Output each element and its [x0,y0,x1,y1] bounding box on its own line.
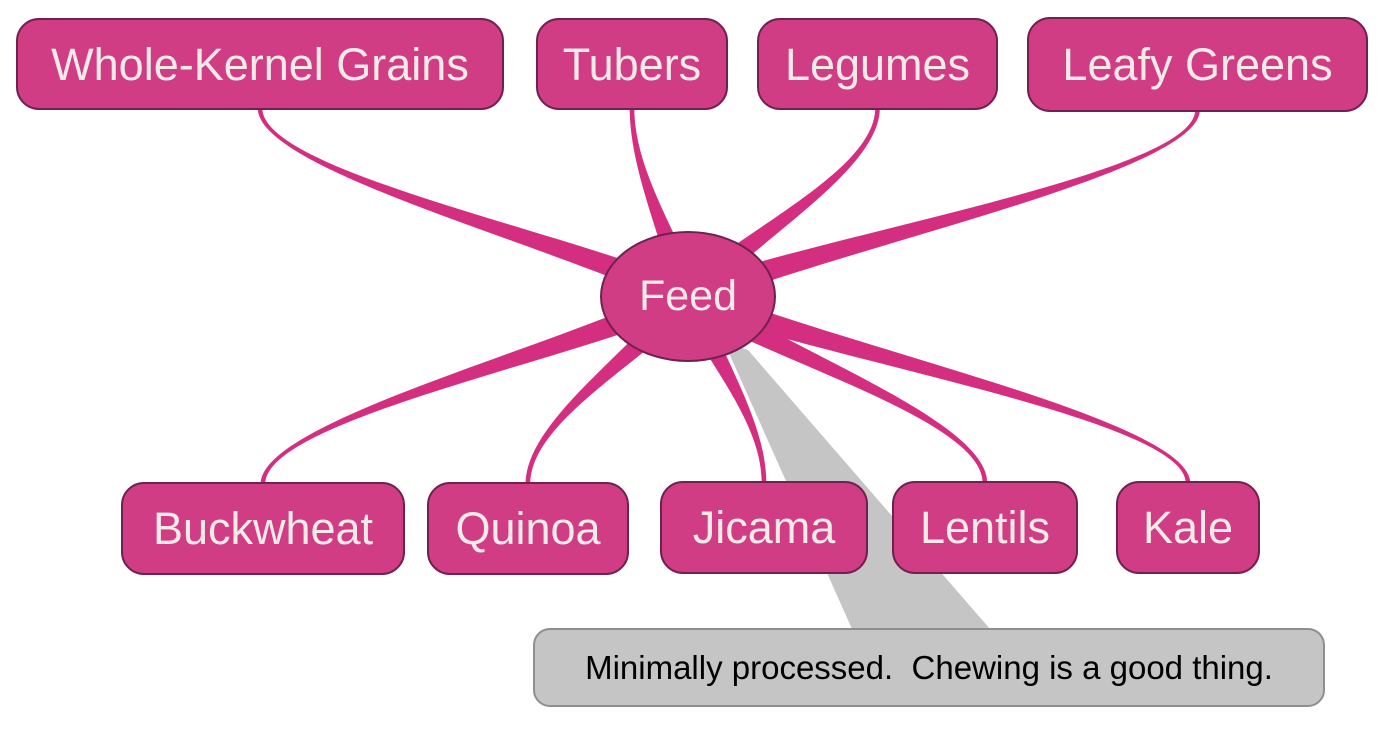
node-label: Leafy Greens [1062,39,1333,90]
connector-leafy-greens [683,110,1200,309]
node-label: Quinoa [455,503,601,554]
annotation-text: Minimally processed. Chewing is a good t… [585,649,1273,686]
node-label: Tubers [562,38,702,90]
node-jicama[interactable]: Jicama [660,481,868,574]
node-buckwheat[interactable]: Buckwheat [121,482,405,575]
connector-buckwheat [260,285,694,484]
connector-whole-kernel-grains [257,108,694,308]
node-label: Buckwheat [152,503,374,554]
node-label: Whole-Kernel Grains [51,38,469,90]
hub-label: Feed [638,272,737,320]
node-label: Lentils [919,502,1051,553]
node-legumes[interactable]: Legumes [757,18,998,110]
node-whole-kernel-grains[interactable]: Whole-Kernel Grains [16,18,504,110]
node-label: Jicama [692,502,836,553]
annotation-callout[interactable]: Minimally processed. Chewing is a good t… [533,628,1325,707]
node-leafy-greens[interactable]: Leafy Greens [1027,17,1368,112]
node-kale[interactable]: Kale [1116,481,1260,574]
node-label: Legumes [784,38,971,90]
node-label: Kale [1142,502,1234,553]
connector-kale [683,284,1191,483]
node-tubers[interactable]: Tubers [536,18,728,110]
node-quinoa[interactable]: Quinoa [427,482,629,575]
node-lentils[interactable]: Lentils [892,481,1078,574]
hub-node-feed[interactable]: Feed [600,231,776,362]
